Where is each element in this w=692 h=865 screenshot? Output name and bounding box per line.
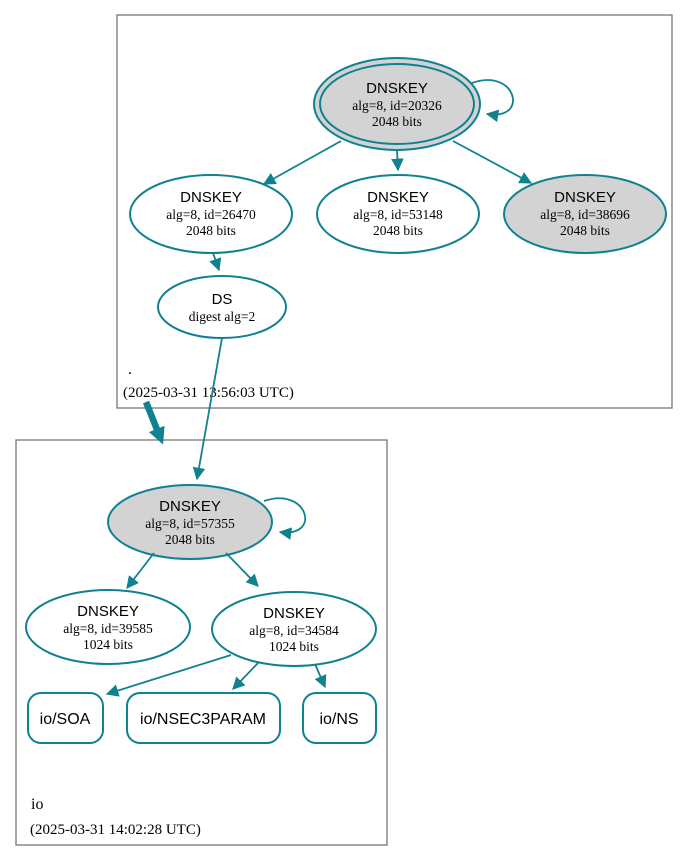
node-dnskey-34584[interactable]: DNSKEY alg=8, id=34584 1024 bits xyxy=(211,591,377,667)
node-dnskey-38696[interactable]: DNSKEY alg=8, id=38696 2048 bits xyxy=(503,174,667,254)
node-bits: 2048 bits xyxy=(560,223,610,238)
edge-dnskey-34584-to-ns xyxy=(314,663,327,689)
rrset-io-nsec3param[interactable]: io/NSEC3PARAM xyxy=(126,692,281,744)
node-dnskey-39585[interactable]: DNSKEY alg=8, id=39585 1024 bits xyxy=(25,589,191,665)
edge-ds-to-dnskey-57355 xyxy=(192,337,223,481)
zone-timestamp-io: (2025-03-31 14:02:28 UTC) xyxy=(30,822,201,838)
node-dnskey-20326[interactable]: DNSKEY alg=8, id=20326 2048 bits xyxy=(313,57,481,151)
node-bits: 1024 bits xyxy=(83,637,133,652)
node-ds[interactable]: DS digest alg=2 xyxy=(157,275,287,339)
edge-selfloop-dnskey-57355 xyxy=(263,497,307,540)
node-dnskey-57355[interactable]: DNSKEY alg=8, id=57355 2048 bits xyxy=(107,484,273,560)
node-title: DS xyxy=(212,291,233,308)
edge-dnskey-57355-to-34584 xyxy=(225,552,259,587)
rrset-label: io/NSEC3PARAM xyxy=(140,711,266,728)
node-alg: alg=8, id=20326 xyxy=(352,98,442,113)
node-bits: 2048 bits xyxy=(186,223,236,238)
node-dnskey-53148[interactable]: DNSKEY alg=8, id=53148 2048 bits xyxy=(316,174,480,254)
node-title: DNSKEY xyxy=(263,605,325,622)
zone-timestamp-root: (2025-03-31 13:56:03 UTC) xyxy=(123,385,294,401)
node-title: DNSKEY xyxy=(180,189,242,206)
node-title: DNSKEY xyxy=(367,189,429,206)
edge-dnskey-34584-to-soa xyxy=(105,654,232,697)
node-bits: 1024 bits xyxy=(269,639,319,654)
zone-box-root xyxy=(116,14,673,409)
rrset-io-soa[interactable]: io/SOA xyxy=(27,692,104,744)
node-bits: 2048 bits xyxy=(373,223,423,238)
rrset-io-ns[interactable]: io/NS xyxy=(302,692,377,744)
node-alg: alg=8, id=34584 xyxy=(249,623,339,638)
node-alg: alg=8, id=38696 xyxy=(540,207,630,222)
edge-dnskey-20326-to-26470 xyxy=(262,140,342,185)
edge-selfloop-dnskey-20326 xyxy=(471,79,514,123)
edge-dnskey-20326-to-53148 xyxy=(391,149,404,172)
node-bits: 2048 bits xyxy=(165,532,215,547)
node-alg: alg=8, id=26470 xyxy=(166,207,256,222)
zone-label-root: . xyxy=(128,361,132,378)
node-title: DNSKEY xyxy=(554,189,616,206)
node-alg: alg=8, id=53148 xyxy=(353,207,443,222)
node-detail: digest alg=2 xyxy=(189,309,255,324)
rrset-label: io/NS xyxy=(319,711,358,728)
node-dnskey-26470[interactable]: DNSKEY alg=8, id=26470 2048 bits xyxy=(129,174,293,254)
node-bits: 2048 bits xyxy=(372,114,422,129)
zone-box-io xyxy=(15,439,388,846)
edge-dnskey-57355-to-39585 xyxy=(126,552,155,589)
delegation-arrow-root-to-io xyxy=(142,400,165,445)
edge-dnskey-26470-to-ds xyxy=(209,252,222,272)
rrset-label: io/SOA xyxy=(40,711,91,728)
zone-label-io: io xyxy=(31,796,43,813)
node-title: DNSKEY xyxy=(366,80,428,97)
edge-dnskey-20326-to-38696 xyxy=(452,140,533,184)
node-title: DNSKEY xyxy=(159,498,221,515)
edge-dnskey-34584-to-nsec3param xyxy=(232,662,259,690)
node-title: DNSKEY xyxy=(77,603,139,620)
node-alg: alg=8, id=57355 xyxy=(145,516,235,531)
node-alg: alg=8, id=39585 xyxy=(63,621,153,636)
